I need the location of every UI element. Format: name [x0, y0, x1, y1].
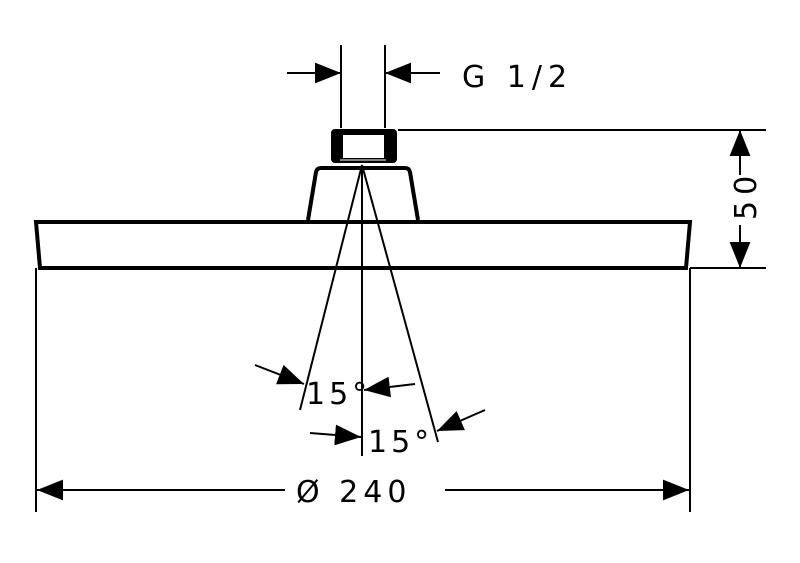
height-label: 50	[729, 170, 764, 220]
thread-dimension	[287, 45, 440, 128]
shower-plate	[33, 220, 693, 270]
diameter-dimension	[35, 268, 691, 512]
angle-right-label: 15°	[368, 425, 433, 460]
height-dimension	[398, 129, 766, 269]
spray-angle-lines	[254, 164, 486, 456]
connection-nut	[331, 129, 397, 163]
angle-left-label: 15°	[306, 377, 371, 412]
thread-label: G 1/2	[462, 60, 573, 95]
diameter-label: Ø 240	[296, 475, 411, 510]
